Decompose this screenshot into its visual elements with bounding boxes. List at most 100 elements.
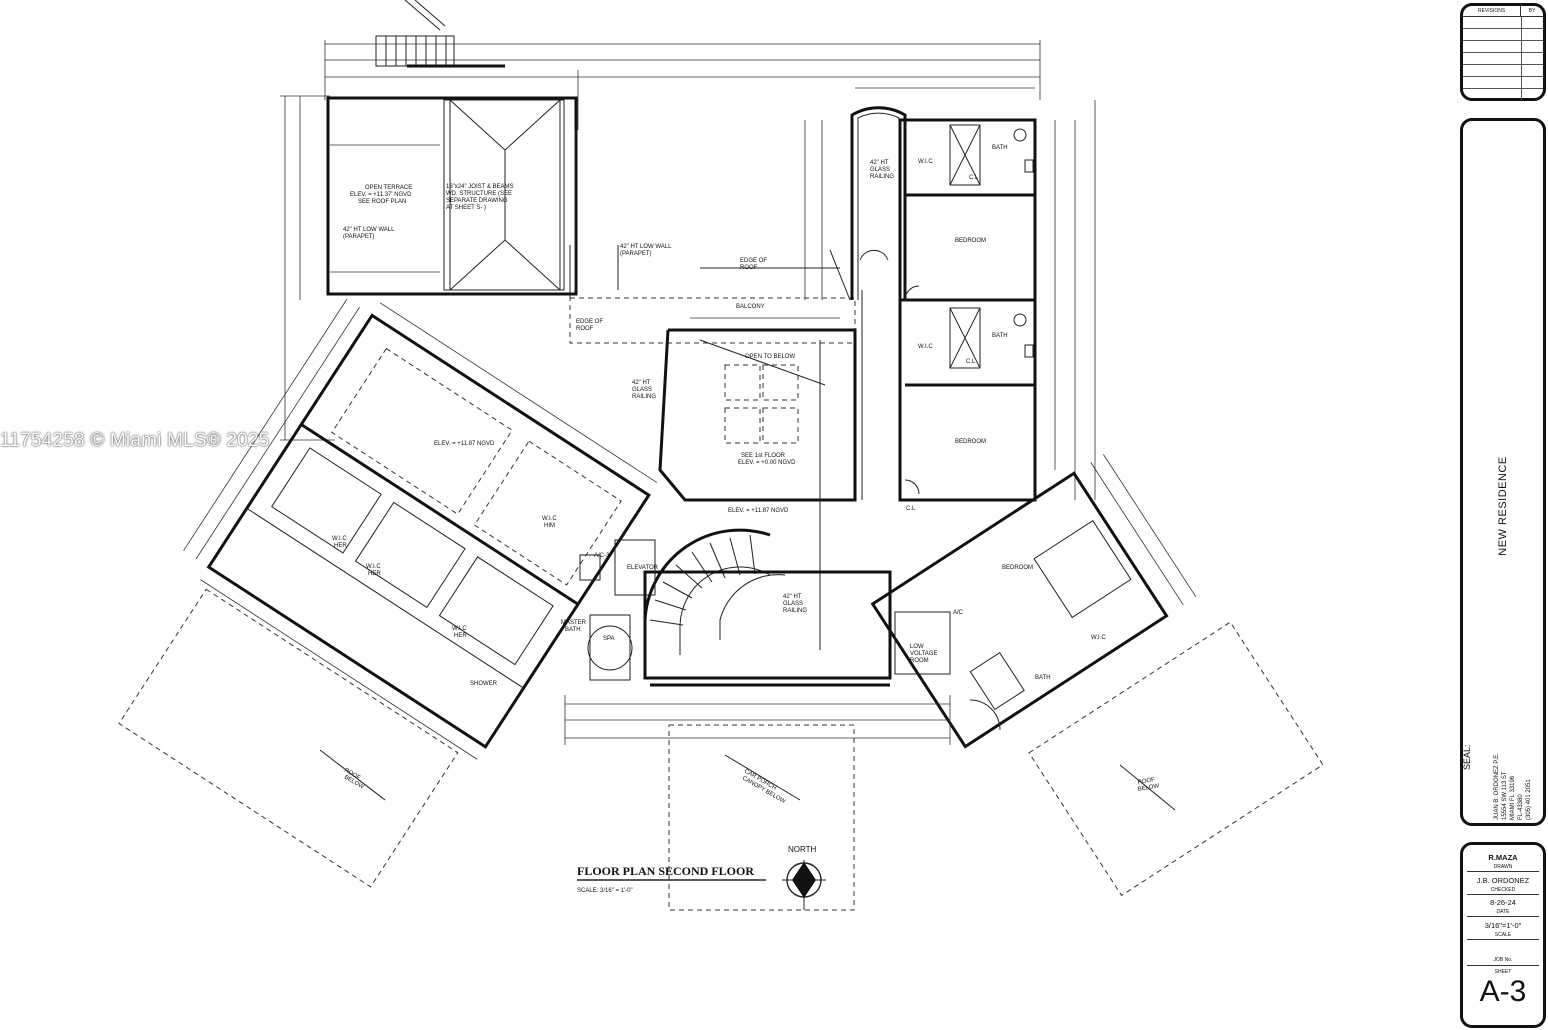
svg-text:ELEV. = +0.00 NGVD: ELEV. = +0.00 NGVD	[738, 460, 796, 466]
revision-row	[1463, 65, 1543, 77]
bottom-dimension-lines	[564, 695, 951, 745]
sheet-label: SHEET	[1494, 969, 1512, 975]
svg-text:GLASS: GLASS	[632, 387, 652, 393]
revision-row	[1463, 53, 1543, 65]
bath-fixture	[969, 699, 1001, 731]
label-bath-1: BATH	[992, 145, 1008, 151]
svg-text:RAILING: RAILING	[870, 174, 894, 180]
drawn-label: DRAWN	[1493, 864, 1513, 870]
revisions-label: REVISIONS	[1463, 6, 1522, 16]
label-joist-note: 16"x24" JOIST & BEAMS	[446, 184, 514, 190]
seal-label: SEAL:	[1462, 744, 1472, 770]
label-ac-2: A/C	[953, 610, 964, 616]
label-low-wall-left: 42" HT LOW WALL	[343, 227, 395, 233]
date-label: DATE	[1496, 909, 1510, 915]
svg-text:RAILING: RAILING	[783, 608, 807, 614]
svg-text:(PARAPET): (PARAPET)	[620, 251, 652, 257]
svg-text:ROOF: ROOF	[576, 326, 594, 332]
label-open-terrace: OPEN TERRACE	[365, 185, 412, 191]
svg-text:SEPARATE DRAWING: SEPARATE DRAWING	[446, 198, 508, 204]
label-bath-3: BATH	[1035, 675, 1051, 681]
label-wic-right: W.I.C	[1091, 635, 1106, 641]
svg-text:BATH: BATH	[565, 627, 581, 633]
label-bedroom-3: BEDROOM	[1002, 565, 1033, 571]
label-bedroom-2: BEDROOM	[955, 439, 986, 445]
svg-text:AT SHEET S- ): AT SHEET S- )	[446, 205, 486, 211]
label-open-to-below: OPEN TO BELOW	[745, 354, 795, 360]
label-glass-railing-top: 42" HT	[870, 160, 889, 166]
label-balcony: BALCONY	[736, 304, 765, 310]
right-dimension-lines	[804, 100, 1096, 500]
svg-text:HER: HER	[454, 633, 467, 639]
round-tower	[850, 106, 907, 300]
label-low-wall-mid: 42" HT LOW WALL	[620, 244, 672, 250]
svg-text:ROOM: ROOM	[910, 658, 929, 664]
left-dimension-lines	[280, 95, 335, 441]
master-bath	[579, 539, 656, 681]
low-voltage-room-outline	[894, 611, 951, 675]
label-glass-railing-mid: 42" HT	[632, 380, 651, 386]
date-value: 8-26-24	[1490, 898, 1516, 907]
label-bath-2: BATH	[992, 333, 1008, 339]
project-panel	[1460, 118, 1546, 826]
right-rotated-wing	[870, 454, 1324, 897]
central-upper	[569, 245, 856, 344]
engineer-info: JUAN B. ORDONEZ P.E. 15554 SW 113 ST MIA…	[1494, 753, 1532, 820]
label-elevator: ELEVATOR	[627, 565, 659, 571]
label-elev-hall: ELEV. = +11.87 NGVD	[728, 508, 789, 514]
revision-row	[1463, 29, 1543, 41]
label-cl-2: C.L	[966, 359, 976, 365]
drawn-value: R.MAZA	[1488, 853, 1518, 862]
label-low-voltage: LOW	[910, 644, 924, 650]
central-hall	[658, 290, 863, 650]
canopy-arrow	[724, 754, 801, 801]
svg-text:WD. STRUCTURE (SEE: WD. STRUCTURE (SEE	[446, 191, 512, 197]
label-wic-her-1: W.I.C	[332, 536, 347, 542]
label-master-bath: MASTER	[561, 620, 587, 626]
svg-text:BELOW: BELOW	[1137, 783, 1160, 793]
revisions-table: REVISIONS BY	[1460, 3, 1546, 101]
label-glass-railing-stair: 42" HT	[783, 594, 802, 600]
svg-text:HER: HER	[334, 543, 347, 549]
label-shower: SHOWER	[470, 681, 498, 687]
label-wic-her-2: W.I.C	[366, 564, 381, 570]
drawing-title: FLOOR PLAN SECOND FLOOR	[577, 864, 754, 878]
roof-arrow-right	[1119, 764, 1176, 811]
svg-text:ELEV. = +11.37' NGVD: ELEV. = +11.37' NGVD	[350, 192, 412, 198]
mls-watermark: 11754258 © Miami MLS® 2025	[0, 430, 270, 451]
right-wing	[898, 118, 1037, 502]
svg-text:ROOF: ROOF	[740, 265, 758, 271]
revision-row	[1463, 17, 1543, 29]
svg-text:SEE ROOF PLAN: SEE ROOF PLAN	[358, 199, 406, 205]
sheet-info-panel: R.MAZA DRAWN J.B. ORDONEZ CHECKED 8-26-2…	[1460, 842, 1546, 1028]
label-elev-master: ELEV. = +11.87 NGVD	[434, 441, 495, 447]
svg-text:HIM: HIM	[544, 523, 555, 529]
label-cl-3: C.L	[906, 506, 916, 512]
label-see-first-floor: SEE 1st FLOOR	[741, 453, 786, 459]
revision-row	[1463, 89, 1543, 100]
svg-text:GLASS: GLASS	[870, 167, 890, 173]
sheet-number: A-3	[1479, 975, 1527, 1008]
label-wic-1: W.I.C	[918, 159, 933, 165]
label-bedroom-1: BEDROOM	[955, 238, 986, 244]
svg-text:HER: HER	[368, 571, 381, 577]
svg-text:(PARAPET): (PARAPET)	[343, 234, 375, 240]
open-terrace-block	[326, 96, 578, 296]
scale-label: SCALE	[1494, 932, 1512, 938]
label-wic-2: W.I.C	[918, 344, 933, 350]
north-label: NORTH	[788, 845, 817, 854]
label-ac-1: A/C-3	[594, 553, 610, 559]
svg-text:RAILING: RAILING	[632, 394, 656, 400]
checked-value: J.B. ORDONEZ	[1476, 876, 1530, 885]
label-spa: SPA	[603, 636, 615, 642]
roof-arrow-left	[319, 749, 386, 801]
by-label: BY	[1528, 8, 1536, 14]
revisions-header: REVISIONS BY	[1463, 6, 1543, 17]
scale-value: 3/16"=1'-0"	[1484, 921, 1522, 930]
north-arrow-icon: NORTH	[782, 845, 826, 910]
job-label: JOB No.	[1493, 957, 1513, 963]
room-labels: OPEN TERRACE ELEV. = +11.37' NGVD SEE RO…	[332, 145, 1160, 805]
label-roof-below-right: ROOF	[1137, 777, 1155, 786]
top-dimension-lines	[324, 40, 1041, 130]
